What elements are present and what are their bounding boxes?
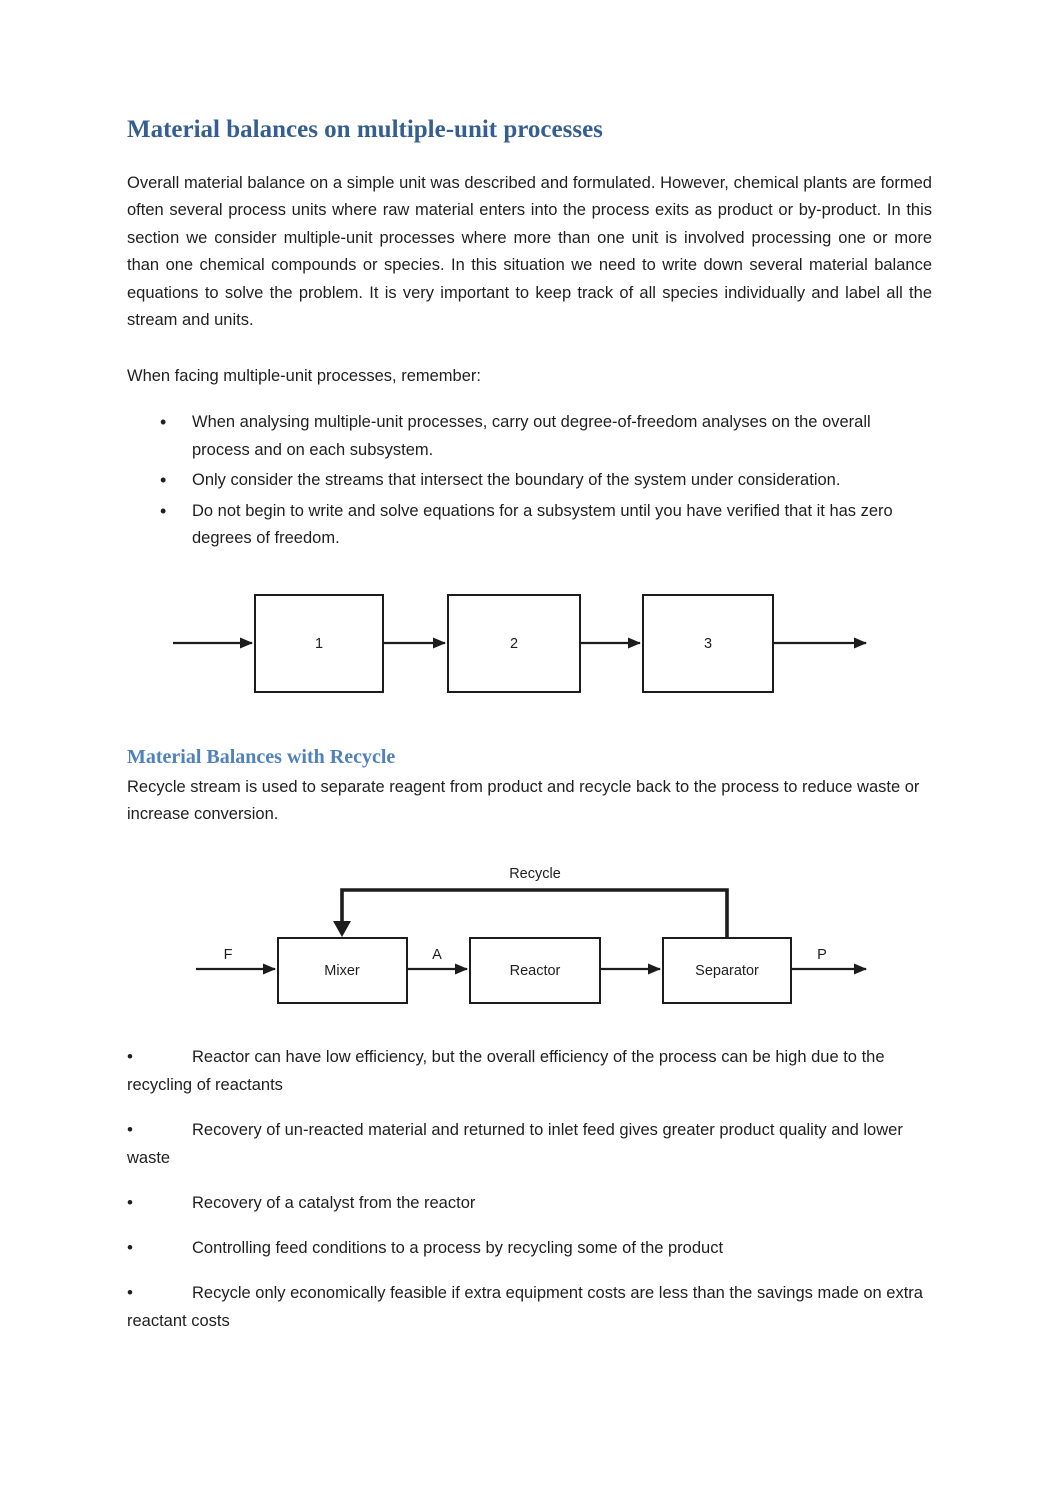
bullet-icon: • xyxy=(127,1282,133,1302)
remember-list: When analysing multiple-unit processes, … xyxy=(127,409,932,553)
reactor-label: Reactor xyxy=(510,963,561,979)
recycle-arrow-head xyxy=(333,920,351,937)
section-title-recycle: Material Balances with Recycle xyxy=(127,745,396,768)
page-title: Material balances on multiple-unit proce… xyxy=(127,116,603,143)
recycle-return-line xyxy=(340,887,729,939)
separator-label: Separator xyxy=(695,963,759,979)
recycle-point: • Recovery of a catalyst from the reactor xyxy=(127,1189,932,1217)
list-item: Do not begin to write and solve equation… xyxy=(160,498,932,553)
list-item: Only consider the streams that intersect… xyxy=(160,467,932,495)
recycle-point-text: Recovery of a catalyst from the reactor xyxy=(192,1193,476,1212)
unit-2-box xyxy=(447,593,581,693)
product-stream-label: P xyxy=(817,947,827,963)
intro-paragraph: Overall material balance on a simple uni… xyxy=(127,173,932,330)
unit-3-label: 3 xyxy=(704,636,712,652)
recycle-point: •Recovery of un-reacted material and ret… xyxy=(127,1116,932,1172)
separator-box xyxy=(662,936,792,1004)
mixer-box xyxy=(277,936,408,1004)
remember-lead-in: When facing multiple-unit processes, rem… xyxy=(127,366,481,385)
reactor-box xyxy=(469,936,601,1004)
recycle-process-diagram: Recycle F Mixer A Reactor Separator P xyxy=(196,866,867,1004)
bullet-icon: • xyxy=(127,1119,133,1139)
recycle-point-text: Recycle only economically feasible if ex… xyxy=(127,1283,923,1330)
recycle-point: •Recycle only economically feasible if e… xyxy=(127,1279,932,1335)
unit-3-box xyxy=(642,593,774,693)
unit-1-label: 1 xyxy=(315,636,323,652)
intermediate-stream-label: A xyxy=(432,947,442,963)
series-units-diagram: 1 2 3 xyxy=(173,593,867,693)
bullet-icon: • xyxy=(127,1237,133,1257)
recycle-point-text: Controlling feed conditions to a process… xyxy=(192,1238,724,1257)
recycle-stream-label: Recycle xyxy=(509,866,561,882)
mixer-label: Mixer xyxy=(324,963,360,979)
recycle-point-text: Recovery of un-reacted material and retu… xyxy=(127,1120,903,1167)
list-item: When analysing multiple-unit processes, … xyxy=(160,409,932,464)
bullet-icon: • xyxy=(127,1192,133,1212)
recycle-point-text: Reactor can have low efficiency, but the… xyxy=(127,1047,885,1094)
feed-stream-label: F xyxy=(224,947,233,963)
recycle-point: •Reactor can have low efficiency, but th… xyxy=(127,1043,932,1099)
bullet-icon: • xyxy=(127,1046,133,1066)
unit-2-label: 2 xyxy=(510,636,518,652)
recycle-intro-paragraph: Recycle stream is used to separate reage… xyxy=(127,777,920,824)
recycle-point: • Controlling feed conditions to a proces… xyxy=(127,1234,932,1262)
